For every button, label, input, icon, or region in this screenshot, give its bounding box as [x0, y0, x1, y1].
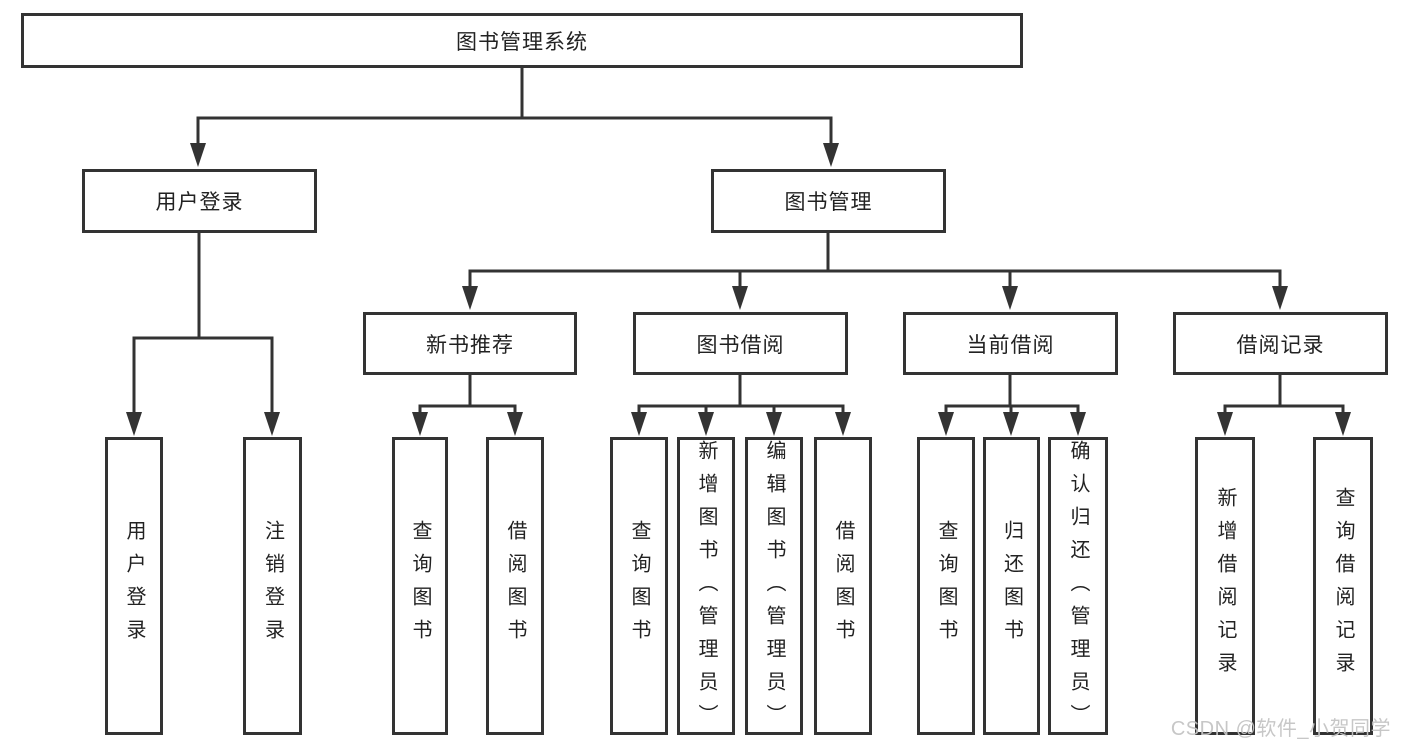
node-leaf-return-books: 归还图书 — [983, 437, 1040, 735]
node-label: 查询图书 — [935, 520, 957, 652]
node-label: 查询图书 — [628, 520, 650, 652]
node-leaf-confirm-return-admin: 确认归还（管理员） — [1048, 437, 1108, 737]
node-label: 编辑图书（管理员） — [763, 440, 785, 737]
node-new-book-recommend: 新书推荐 — [363, 312, 577, 375]
node-label: 归还图书 — [1000, 520, 1023, 652]
node-book-management: 图书管理 — [711, 169, 946, 233]
node-leaf-user-login: 用户登录 — [105, 437, 163, 735]
node-leaf-edit-books-admin: 编辑图书（管理员） — [745, 437, 803, 737]
node-leaf-borrow-books-1: 借阅图书 — [486, 437, 544, 735]
node-leaf-query-borrow-record: 查询借阅记录 — [1313, 437, 1373, 735]
node-label: 新增借阅记录 — [1214, 487, 1236, 685]
node-label: 用户登录 — [123, 520, 145, 652]
node-label: 借阅图书 — [504, 520, 526, 652]
node-label: 借阅图书 — [832, 520, 854, 652]
node-borrow-record: 借阅记录 — [1173, 312, 1388, 375]
node-user-login: 用户登录 — [82, 169, 317, 233]
node-label: 注销登录 — [261, 520, 284, 652]
node-leaf-query-books-1: 查询图书 — [392, 437, 448, 735]
node-label: 新增图书（管理员） — [695, 440, 717, 737]
node-library-management-system: 图书管理系统 — [21, 13, 1023, 68]
node-leaf-query-books-2: 查询图书 — [610, 437, 668, 735]
node-book-borrow: 图书借阅 — [633, 312, 848, 375]
node-label: 确认归还（管理员） — [1067, 440, 1089, 737]
node-current-borrow: 当前借阅 — [903, 312, 1118, 375]
node-leaf-borrow-books-2: 借阅图书 — [814, 437, 872, 735]
node-label: 查询图书 — [409, 520, 431, 652]
node-leaf-logout: 注销登录 — [243, 437, 302, 735]
node-leaf-query-books-3: 查询图书 — [917, 437, 975, 735]
node-leaf-add-books-admin: 新增图书（管理员） — [677, 437, 735, 737]
node-label: 查询借阅记录 — [1332, 487, 1354, 685]
node-leaf-add-borrow-record: 新增借阅记录 — [1195, 437, 1255, 735]
watermark: CSDN @软件_小贺同学 — [1170, 718, 1391, 740]
